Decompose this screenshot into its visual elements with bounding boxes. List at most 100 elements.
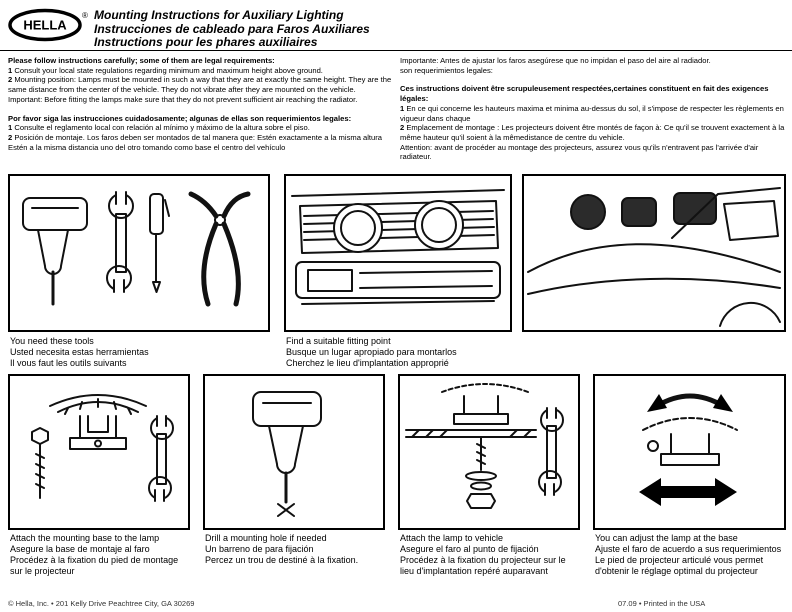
lamp-housing-dashed: [441, 383, 529, 393]
footer-address: © Hella, Inc. • 201 Kelly Drive Peachtre…: [8, 599, 195, 608]
es-item-1-num: 1: [8, 123, 13, 133]
es-important-note: Importante: Antes de ajustar los faros a…: [400, 56, 711, 65]
caption-attach-lamp-en: Attach the lamp to vehicle: [400, 533, 504, 543]
wrench-icon: [148, 413, 174, 503]
vehicle-lamp-positions-illustration: [527, 187, 781, 327]
lamp-housing-bottom: [49, 394, 147, 415]
page-title-fr: Instructions pour les phares auxiliaires: [94, 35, 318, 49]
adjust-lamp-illustration: [639, 393, 738, 506]
es-heading: Por favor siga las instrucciones cuidado…: [8, 113, 352, 123]
caption-attach-lamp-es: Asegure el faro al punto de fijación: [400, 544, 539, 554]
attach-base-illustration: [31, 394, 174, 503]
caption-drill-en: Drill a mounting hole if needed: [205, 533, 327, 543]
caption-attach-lamp-fr: Procédez à la fixation du projecteur sur…: [400, 555, 566, 576]
registered-mark: ®: [82, 11, 88, 20]
car-front-illustration: [291, 189, 505, 305]
caption-attach-base-en: Attach the mounting base to the lamp: [10, 533, 160, 543]
wrench-icon: [106, 190, 134, 294]
screwdriver-tester-icon: [149, 193, 170, 293]
vehicle-panel-section: [405, 429, 537, 438]
fr-item-1-text: En ce qui concerne les hauteurs maxima e…: [400, 103, 784, 123]
lower-valance: [301, 300, 495, 305]
drill-spot-x-mark: [277, 503, 295, 517]
header-divider: [0, 50, 792, 51]
fr-attention-note: Attention: avant de procéder au montage …: [400, 142, 759, 162]
caption-attach-lamp: Attach the lamp to vehicle Asegure el fa…: [400, 533, 582, 577]
page-title-es: Instrucciones de cableado para Faros Aux…: [94, 21, 370, 36]
caption-adjust-fr: Le pied de projecteur articulé vous perm…: [595, 555, 764, 576]
caption-tools-en: You need these tools: [10, 336, 94, 346]
drill-icon: [22, 197, 88, 306]
instructions-column-left: Please follow instructions carefully; so…: [8, 56, 392, 152]
panel-attach-base: [8, 374, 190, 530]
panel-fitting-point: [284, 174, 512, 332]
car-body-outline: [527, 187, 781, 327]
es-item-1: 1 Consulte el reglamento local con relac…: [8, 123, 392, 133]
lamp-shapes: [570, 192, 717, 230]
drill-hole-illustration: [252, 391, 322, 517]
bolt-washers-nut: [465, 436, 497, 509]
caption-adjust-en: You can adjust the lamp at the base: [595, 533, 738, 543]
pliers-icon: [188, 191, 251, 307]
caption-adjust-es: Ajuste el faro de acuerdo a sus requerim…: [595, 544, 782, 554]
auxiliary-lamps: [333, 200, 464, 253]
es-continuation: son requerimientos legales:: [400, 65, 493, 75]
mounting-base-bracket: [69, 415, 127, 450]
page-title-en: Mounting Instructions for Auxiliary Ligh…: [94, 8, 344, 22]
panel-tools: [8, 174, 270, 332]
es-item-1-text: Consulte el reglamento local con relació…: [14, 123, 310, 133]
en-item-2: 2 Mounting position: Lamps must be mount…: [8, 75, 392, 94]
drill-icon: [252, 391, 322, 504]
hood-edge: [291, 189, 505, 197]
caption-tools-fr: Il vous faut les outils suivants: [10, 358, 127, 368]
caption-attach-base: Attach the mounting base to the lamp Ase…: [10, 533, 190, 577]
bumper: [295, 261, 501, 299]
footer-print-info: 07.09 • Printed in the USA: [618, 599, 706, 608]
en-item-2-num: 2: [8, 75, 13, 85]
panel-drill-hole: [203, 374, 385, 530]
caption-fitting-en: Find a suitable fitting point: [286, 336, 391, 346]
en-item-1-num: 1: [8, 65, 13, 75]
panel-adjust-lamp: [593, 374, 786, 530]
en-important-note: Important: Before fitting the lamps make…: [8, 94, 358, 104]
es-item-2-text: Posición de montaje. Los faros deben ser…: [8, 132, 383, 152]
fr-heading: Ces instructions doivent être scrupuleus…: [400, 84, 769, 104]
es-item-2: 2 Posición de montaje. Los faros deben s…: [8, 133, 392, 152]
grille: [299, 200, 499, 254]
adjustable-base-bracket: [647, 433, 720, 466]
caption-drill-es: Un barreno de para fijación: [205, 544, 314, 554]
bolt-icon: [31, 427, 49, 499]
caption-attach-base-es: Asegure la base de montaje al faro: [10, 544, 150, 554]
panel-lamp-positions: [522, 174, 786, 332]
wrench-icon: [538, 405, 564, 497]
caption-attach-base-fr: Procédez à la fixation du pied de montag…: [10, 555, 179, 576]
caption-adjust-lamp: You can adjust the lamp at the base Ajus…: [595, 533, 785, 577]
fr-item-2-text: Emplacement de montage : Les projecteurs…: [400, 123, 785, 142]
caption-tools: You need these tools Usted necesita esta…: [10, 336, 278, 369]
caption-fitting-fr: Cherchez le lieu d'implantation appropri…: [286, 358, 449, 368]
en-item-1: 1 Consult your local state regulations r…: [8, 66, 392, 76]
title-block: Mounting Instructions for Auxiliary Ligh…: [94, 8, 370, 50]
en-item-1-text: Consult your local state regulations reg…: [14, 65, 323, 75]
hella-logo: HELLA ®: [8, 8, 88, 42]
attach-lamp-illustration: [405, 383, 564, 509]
lamp-housing-dashed: [642, 417, 738, 431]
fr-item-2-num: 2: [400, 123, 405, 133]
caption-drill-fr: Percez un trou de destiné à la fixation.: [205, 555, 359, 565]
caption-tools-es: Usted necesita estas herramientas: [10, 347, 149, 357]
tools-illustration: [22, 190, 251, 307]
rotation-arrow-icon: [647, 393, 733, 412]
en-heading: Please follow instructions carefully; so…: [8, 56, 275, 65]
en-item-2-text: Mounting position: Lamps must be mounted…: [8, 75, 392, 95]
fr-item-1-num: 1: [400, 103, 405, 113]
horizontal-adjust-arrow-icon: [639, 478, 737, 506]
mounting-bracket: [453, 395, 509, 425]
caption-fitting-point: Find a suitable fitting point Busque un …: [286, 336, 516, 369]
hella-logo-text: HELLA: [23, 18, 67, 33]
es-item-2-num: 2: [8, 132, 13, 142]
fr-item-2: 2 Emplacement de montage : Les projecteu…: [400, 123, 786, 142]
caption-fitting-es: Busque un lugar apropiado para montarlos: [286, 347, 457, 357]
caption-drill-hole: Drill a mounting hole if needed Un barre…: [205, 533, 385, 566]
panel-attach-lamp: [398, 374, 580, 530]
fr-item-1: 1 En ce qui concerne les hauteurs maxima…: [400, 104, 786, 123]
